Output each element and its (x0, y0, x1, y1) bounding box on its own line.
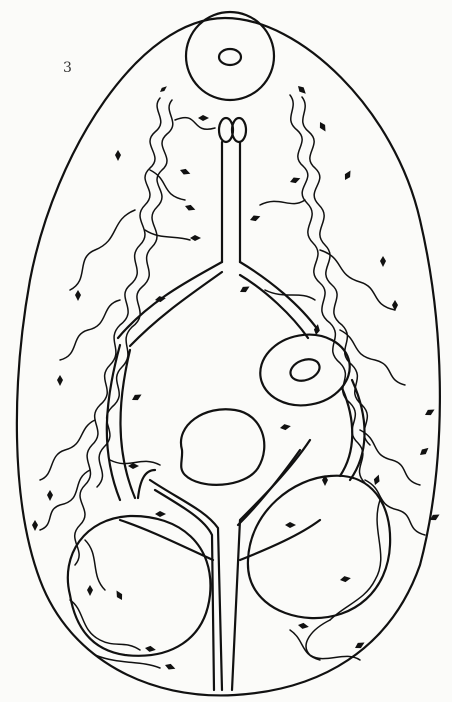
left-membrane (107, 345, 155, 500)
left-fibres (40, 98, 215, 668)
right-cell-nucleus (287, 355, 322, 384)
top-cell (186, 12, 274, 100)
right-fibres (260, 95, 425, 660)
lower-stem (120, 440, 320, 690)
right-cell (255, 328, 356, 413)
lower-left-cell (68, 516, 211, 656)
top-cell-nucleus (219, 49, 241, 65)
central-trunk (118, 142, 318, 346)
paired-bodies (219, 118, 246, 142)
central-cell (181, 409, 264, 485)
